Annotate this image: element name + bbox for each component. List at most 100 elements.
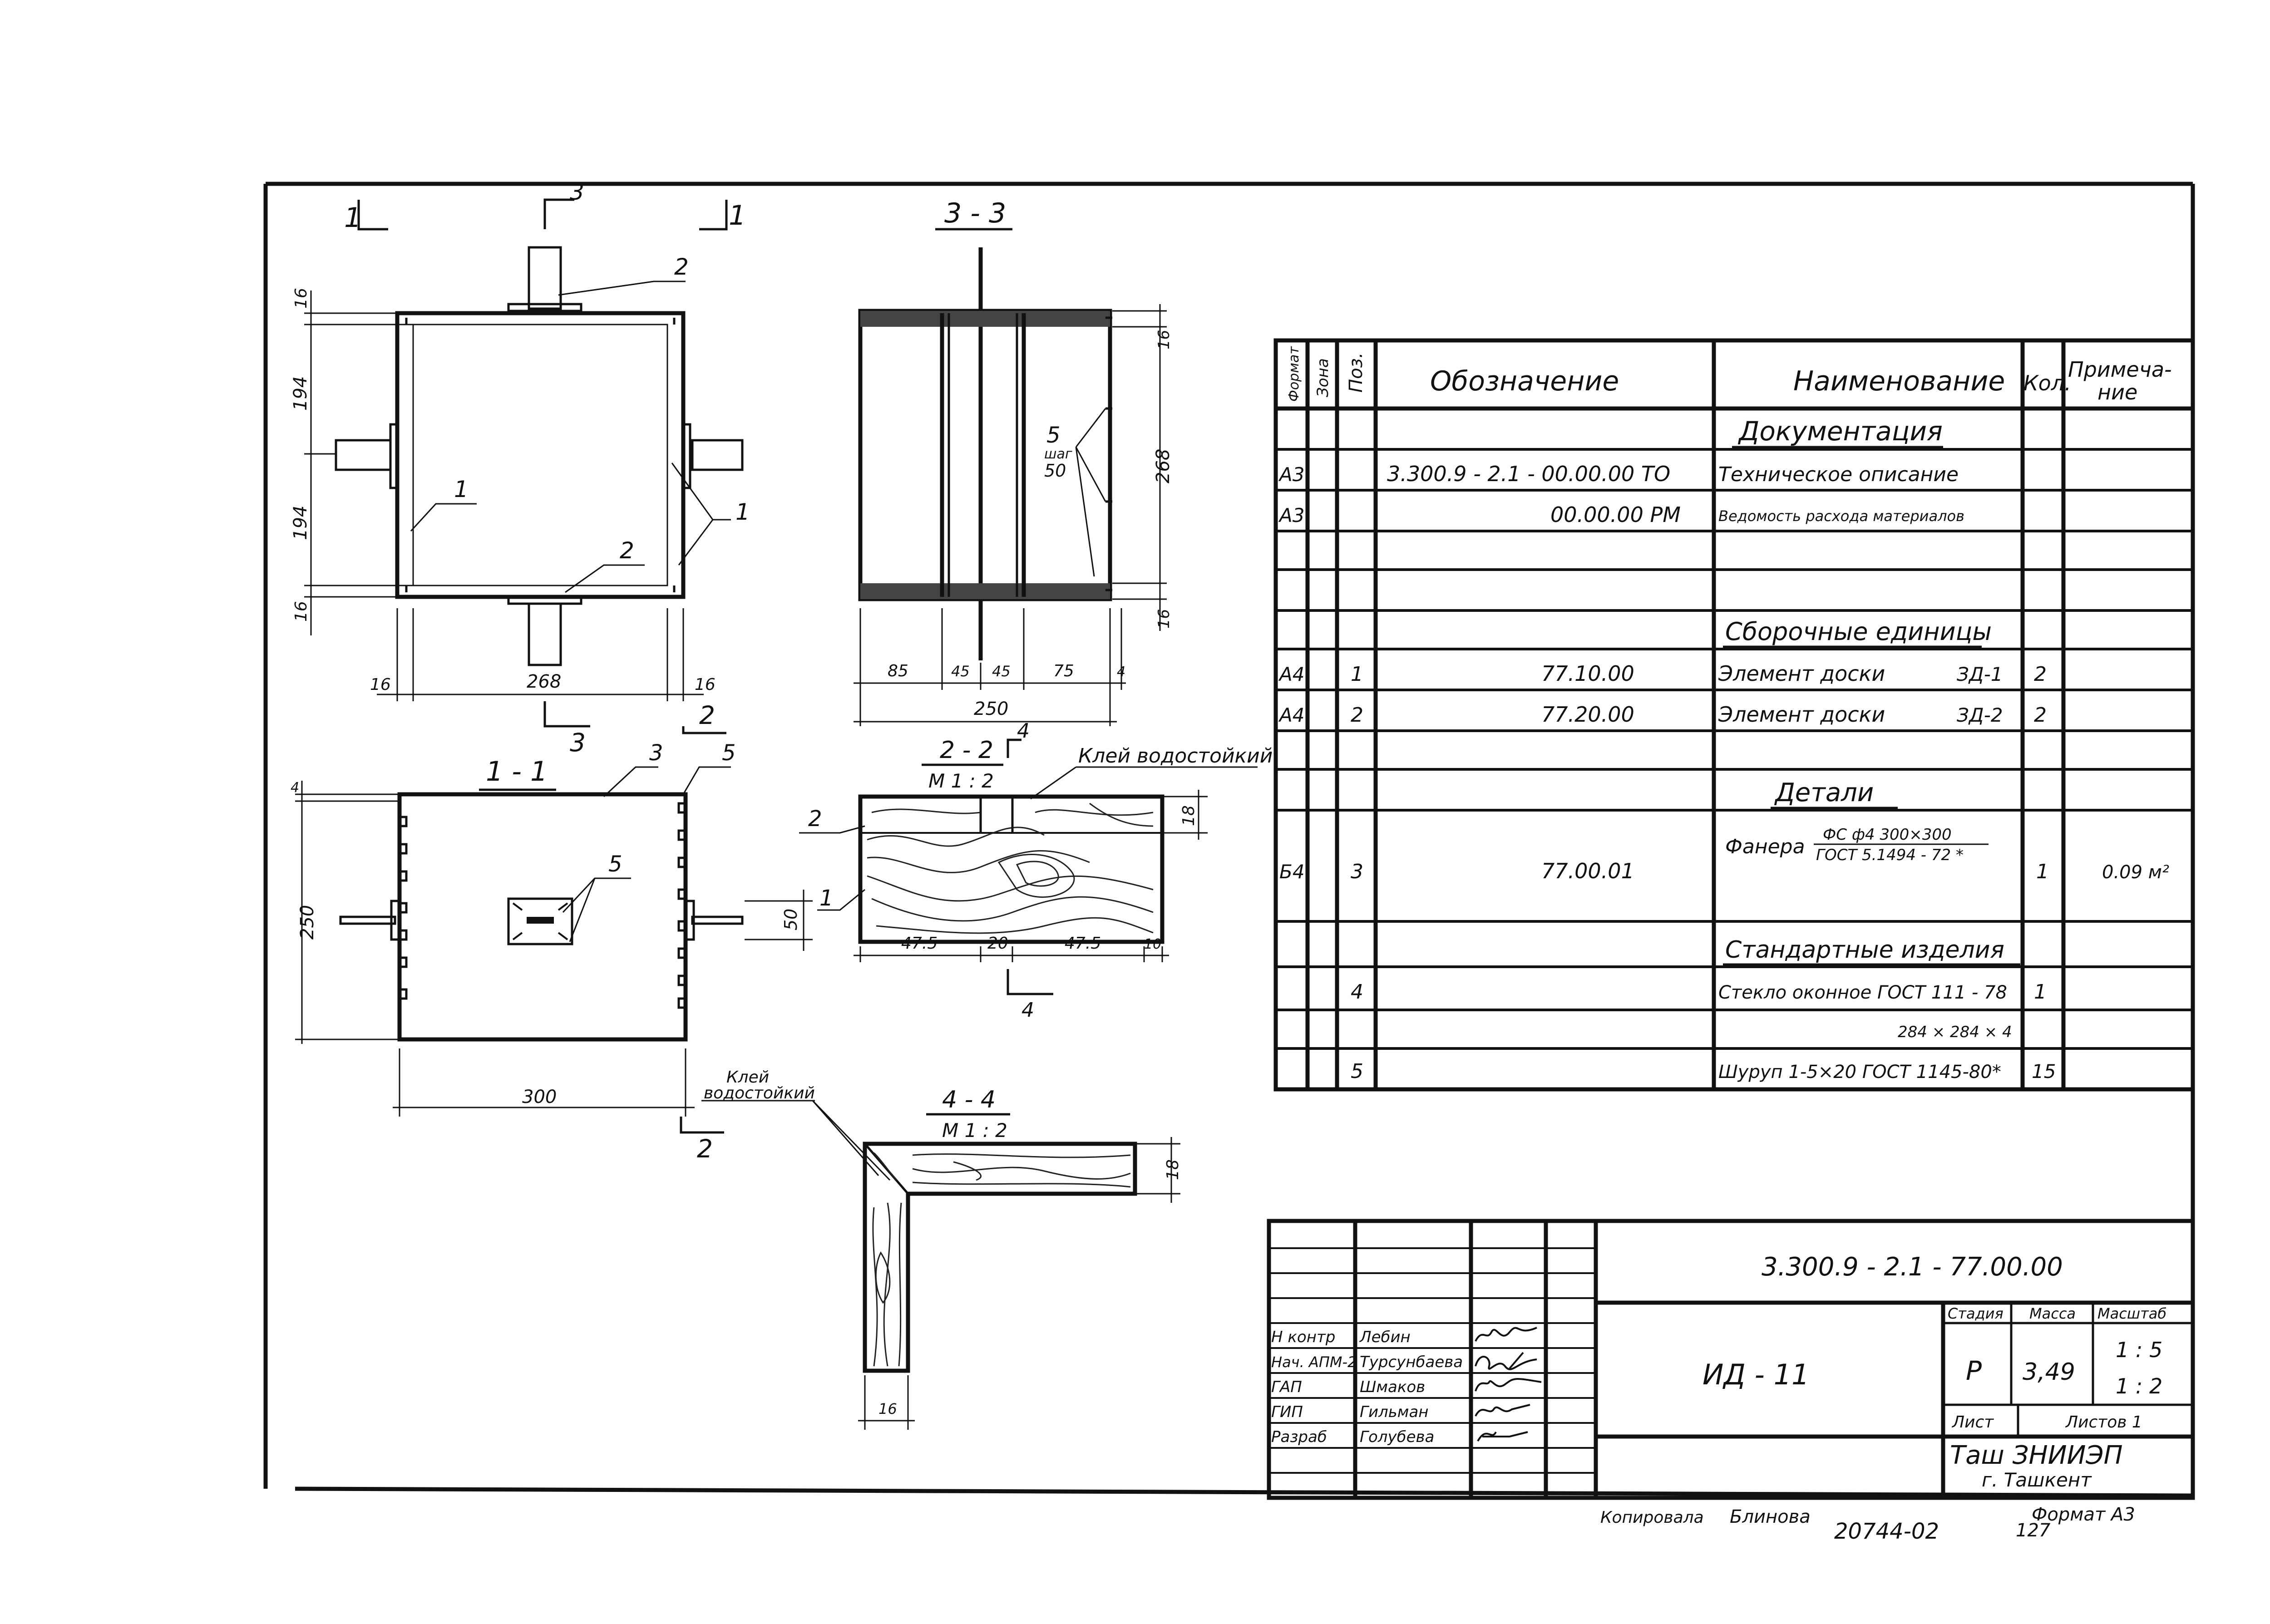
cell-name-code: ЗД-1 (1957, 663, 2003, 685)
col-header-name: Наименование (1793, 365, 2005, 397)
copier-name: Блинова (1730, 1506, 1811, 1527)
title-block: Н контр Лебин Нач. АПМ-2 Турсунбаева ГАП… (1267, 1219, 2195, 1500)
cut-label: 3 (570, 179, 584, 205)
cell-designation: 77.20.00 (1541, 702, 1634, 727)
signature-role: Нач. АПМ-2 (1271, 1353, 1357, 1371)
glue-label: Клей водостойкий (1078, 744, 1273, 768)
col-header-zone: Зона (1314, 358, 1332, 397)
dimension-text: 47.5 (1065, 934, 1101, 953)
glue-label: водостойкий (704, 1084, 815, 1102)
section-2-2: 2 - 2 М 1 : 2 4 Клей водостойкий 2 1 (799, 719, 1273, 1022)
col-header-qty: Кол. (2023, 371, 2071, 395)
footer: Копировала Блинова 20744-02 127 Формат А… (1600, 1504, 2135, 1544)
dimension-text: 50 (781, 909, 801, 930)
dimension-text: 47.5 (901, 934, 938, 953)
mass-value: 3,49 (2023, 1358, 2075, 1386)
organization-name: Таш ЗНИИЭП (1950, 1441, 2123, 1470)
dimension-text: 268 (1153, 449, 1174, 483)
col-header-format: Формат (1286, 346, 1302, 402)
signature-role: Н контр (1271, 1328, 1335, 1346)
signature-name: Голубева (1360, 1428, 1434, 1446)
order-number: 20744-02 (1834, 1519, 1939, 1544)
cell-note: 0.09 м² (2102, 862, 2169, 883)
stage-value: Р (1966, 1355, 1982, 1386)
cell-name: Элемент доски (1718, 702, 1885, 727)
signature-name: Турсунбаева (1360, 1353, 1463, 1371)
dimension-text: 250 (297, 905, 318, 940)
dimension-text: 16 (1155, 609, 1173, 629)
section-1-1: 1 - 1 3 5 5 4 250 (291, 740, 813, 1163)
position-label: 2 (808, 806, 822, 832)
section-title: 3 - 3 (944, 197, 1006, 229)
plan-vertical-dimensions: 16 194 194 16 (290, 288, 413, 635)
dimension-text: 16 (370, 675, 391, 694)
signature-name: Лебин (1359, 1328, 1411, 1346)
cell-format: Б4 (1279, 861, 1305, 883)
cell-pos: 2 (1351, 704, 1363, 727)
dimension-text: 45 (992, 663, 1011, 680)
dimension-text: 16 (695, 675, 716, 694)
cell-qty: 2 (2034, 704, 2047, 727)
position-label: 3 (649, 740, 663, 766)
position-label: 2 (620, 537, 634, 564)
copied-label: Копировала (1600, 1508, 1704, 1527)
cell-pos: 5 (1351, 1060, 1363, 1083)
cut-label: 3 (570, 728, 586, 757)
signature-role: Разраб (1271, 1428, 1327, 1446)
position-label: 1 (454, 476, 469, 502)
cut-label: 1 (344, 202, 361, 234)
cell-format: А3 (1278, 504, 1304, 527)
dimension-text: 18 (1164, 1159, 1182, 1180)
section-heading: Сборочные единицы (1725, 617, 1992, 646)
sheets-label: Листов 1 (2065, 1413, 2142, 1432)
section-3-3: 3 - 3 5 шаг 50 16 268 (854, 197, 1174, 726)
dimension-text: 45 (951, 663, 970, 680)
signature-name: Шмаков (1360, 1378, 1425, 1396)
dimension-text: 20 (987, 934, 1008, 953)
dimension-text: 250 (974, 699, 1008, 719)
scale-value: 1 : 2 (2116, 1374, 2162, 1398)
cell-designation: 00.00.00 РМ (1550, 502, 1681, 527)
stage-header: Стадия (1948, 1305, 2004, 1322)
cell-name: Фанера (1725, 835, 1805, 858)
cell-qty: 1 (2034, 980, 2047, 1004)
position-label: 5 (722, 740, 736, 766)
dimension-text: 16 (1155, 330, 1173, 349)
plan-view: 1 1 3 2 1 1 (290, 179, 750, 757)
cut-label: 2 (697, 1134, 713, 1163)
cell-name-fraction-top: ФС ф4 300×300 (1823, 826, 1952, 844)
cell-designation: 3.300.9 - 2.1 - 00.00.00 ТО (1387, 462, 1670, 486)
cell-designation: 77.10.00 (1541, 661, 1634, 686)
cell-name: Ведомость расхода материалов (1718, 507, 1964, 525)
cut-label: 4 (1022, 999, 1034, 1022)
cell-format: А4 (1278, 704, 1304, 726)
glue-label: Клей (726, 1068, 769, 1087)
cut-mark-1-left: 1 (344, 200, 388, 234)
scale-header: Масштаб (2097, 1305, 2166, 1322)
dimension-text: 16 (292, 601, 311, 622)
cell-format: А3 (1278, 463, 1304, 486)
step-value: 50 (1044, 461, 1066, 481)
spec-table: Формат Зона Поз. Обозначение Наименовани… (1273, 338, 2195, 1092)
section-heading: Детали (1774, 778, 1874, 807)
dimension-text: 194 (290, 506, 311, 540)
cut-label: 4 (1017, 719, 1030, 743)
dimension-text: 4 (1117, 664, 1125, 680)
scale-value: 1 : 5 (2116, 1338, 2162, 1362)
dimension-text: 18 (1179, 805, 1198, 826)
section-title: 1 - 1 (486, 756, 548, 787)
cell-name-fraction-bottom: ГОСТ 5.1494 - 72 * (1816, 846, 1964, 864)
position-label: 5 (608, 851, 622, 877)
mass-header: Масса (2029, 1305, 2076, 1322)
dimension-text: 4 (291, 780, 299, 796)
wood-grain (867, 802, 1154, 934)
dimension-text: 85 (888, 662, 908, 680)
section-4-4: 4 - 4 М 1 : 2 Клей водостойкий 18 16 (701, 1068, 1182, 1430)
cut-mark-2-right: 2 (682, 701, 726, 734)
position-label: 1 (735, 499, 750, 525)
doc-code: 3.300.9 - 2.1 - 77.00.00 (1762, 1252, 2063, 1282)
sheet-label: Лист (1951, 1413, 1994, 1432)
wood-grain (872, 1152, 1131, 1367)
col-header-note: ние (2097, 380, 2137, 404)
